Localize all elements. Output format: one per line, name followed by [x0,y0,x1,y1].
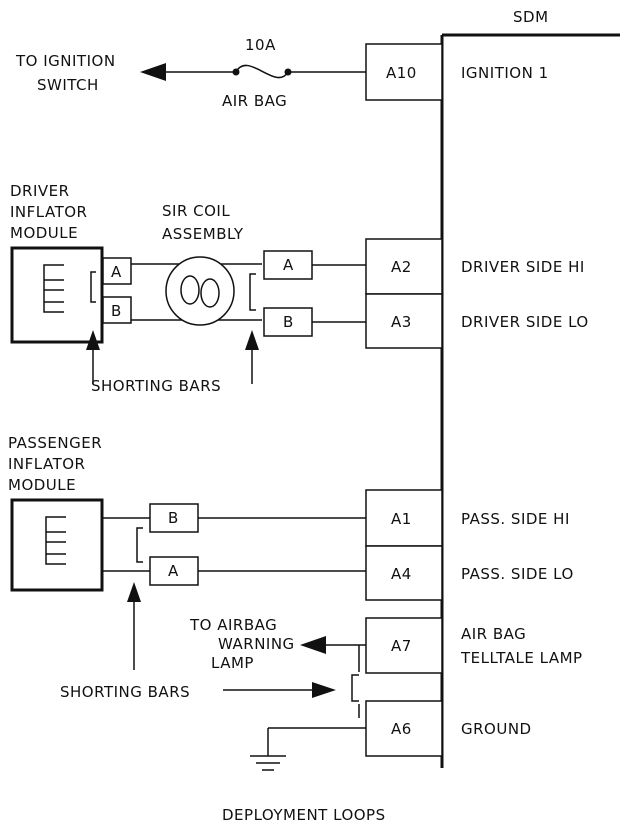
warning-lamp-label-line1: TO AIRBAG [189,616,277,634]
fuse-rating: 10A [245,36,276,54]
driver-module-pin-b: B [111,302,122,320]
terminal-a6 [365,700,443,757]
fuse-icon [235,64,289,79]
terminal-a3-id: A3 [391,313,412,331]
terminal-a1-id: A1 [391,510,412,528]
driver-module-label-line2: INFLATOR [10,203,87,221]
driver-shorting-bars-callout: SHORTING BARS [86,330,259,395]
terminal-a6-id: A6 [391,720,412,738]
driver-module-shorting-bar-icon [90,271,96,303]
coil-icon [165,256,235,326]
sir-coil-assembly: SIR COIL ASSEMBLY A B [131,202,366,337]
terminal-a4-id: A4 [391,565,412,583]
terminal-a7 [365,617,443,674]
terminal-a10 [365,43,443,101]
terminal-a4 [365,545,443,601]
warning-lamp-label-line3: LAMP [211,654,254,672]
ignition-switch-label-line1: TO IGNITION [15,52,116,70]
shorting-bars-label: SHORTING BARS [91,377,221,395]
passenger-module-pin-b: B [168,509,179,527]
driver-module-pin-a: A [111,263,122,281]
terminal-a3-signal: DRIVER SIDE LO [461,313,589,331]
terminal-a7-id: A7 [391,637,412,655]
passenger-module-pin-a: A [168,562,179,580]
coil-shorting-bar-icon [249,273,256,311]
arrow-up-icon [86,330,100,350]
diagram-caption: DEPLOYMENT LOOPS [222,806,386,824]
arrow-right-icon [312,682,336,698]
terminal-a10-id: A10 [386,64,417,82]
coil-pin-a: A [283,256,294,274]
sdm-terminals: A10 IGNITION 1 A2 DRIVER SIDE HI A3 DRIV… [365,43,589,757]
shorting-bars-label: SHORTING BARS [60,683,190,701]
terminal-a10-signal: IGNITION 1 [461,64,549,82]
passenger-shorting-bars-callout: SHORTING BARS [60,582,336,701]
ignition-switch-label-line2: SWITCH [37,76,99,94]
driver-module-label-line3: MODULE [10,224,78,242]
coil-label-line1: SIR COIL [162,202,230,220]
driver-inflator-module: DRIVER INFLATOR MODULE A B [10,182,132,344]
passenger-module-label-line1: PASSENGER [8,434,102,452]
passenger-module-label-line3: MODULE [8,476,76,494]
inflator-connector-icon [45,516,66,565]
terminal-a4-signal: PASS. SIDE LO [461,565,574,583]
terminal-a2 [365,238,443,295]
terminal-a3 [365,293,443,349]
coil-pin-b: B [283,313,294,331]
terminal-a7-signal-line2: TELLTALE LAMP [460,649,583,667]
terminal-a6-signal: GROUND [461,720,532,738]
arrow-to-lamp-icon [300,636,326,654]
driver-module-label-line1: DRIVER [10,182,70,200]
coil-label-line2: ASSEMBLY [162,225,244,243]
arrow-to-ignition-icon [140,63,166,81]
inflator-connector-icon [43,264,64,313]
lamp-ground-circuit: TO AIRBAG WARNING LAMP [189,616,366,771]
lamp-shorting-bar-icon [351,674,359,702]
terminal-a1-signal: PASS. SIDE HI [461,510,570,528]
ignition-circuit: TO IGNITION SWITCH 10A AIR BAG [15,36,366,110]
arrow-up-icon [245,330,259,350]
terminal-a2-signal: DRIVER SIDE HI [461,258,585,276]
passenger-module-label-line2: INFLATOR [8,455,85,473]
passenger-shorting-bar-icon [136,527,143,563]
arrow-up-icon [127,582,141,602]
terminal-a1 [365,489,443,547]
terminal-a7-signal: AIR BAG [461,625,526,643]
warning-lamp-label-line2: WARNING [218,635,295,653]
passenger-inflator-module: PASSENGER INFLATOR MODULE B A [8,434,366,592]
fuse-name: AIR BAG [222,92,287,110]
sdm-label: SDM [513,8,549,26]
terminal-a2-id: A2 [391,258,412,276]
